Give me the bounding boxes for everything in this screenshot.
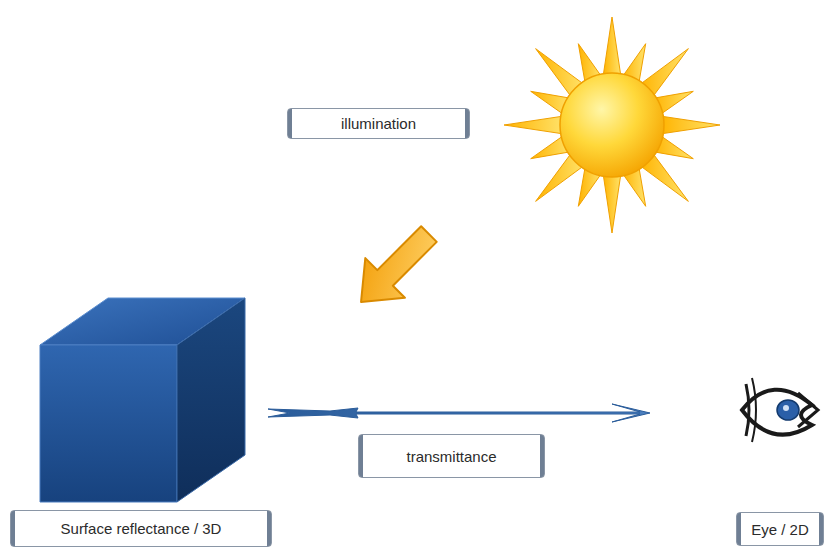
label-text: transmittance <box>406 448 496 465</box>
eye-icon <box>742 378 818 442</box>
sun-rays <box>504 17 720 233</box>
cube <box>40 298 245 502</box>
label-box: Surface reflectance / 3D <box>10 510 272 547</box>
label-box: illumination <box>287 108 470 139</box>
label-box: transmittance <box>358 434 545 478</box>
transmittance-arrow <box>268 404 650 422</box>
sun-ray <box>660 116 720 134</box>
illumination-arrow <box>341 214 448 321</box>
sun-ray <box>603 173 621 233</box>
label-text: illumination <box>341 115 416 132</box>
label-text: Eye / 2D <box>751 521 809 538</box>
label-text: Surface reflectance / 3D <box>61 520 222 537</box>
sun-ray <box>504 116 564 134</box>
sun-ray <box>603 17 621 77</box>
label-box: Eye / 2D <box>736 512 824 546</box>
sun <box>560 73 664 177</box>
